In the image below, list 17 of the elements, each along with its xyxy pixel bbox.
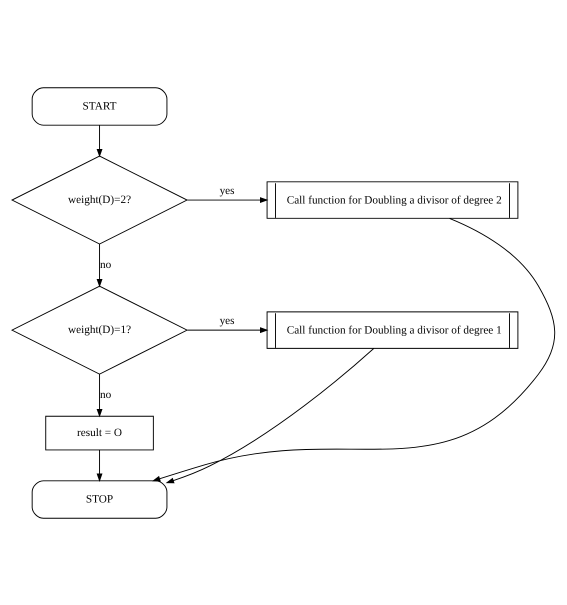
- node-diamond: weight(D)=2?: [11, 155, 188, 244]
- edge-label: no: [100, 258, 112, 270]
- arrow: [96, 373, 102, 417]
- node-diamond: weight(D)=1?: [11, 285, 188, 374]
- arrow: [186, 326, 268, 333]
- node-box: result = O: [45, 415, 154, 450]
- arrow: [96, 243, 102, 287]
- arrow: [96, 449, 102, 482]
- arrow: [186, 196, 268, 202]
- edge-label: no: [100, 388, 112, 401]
- arrow: [166, 348, 374, 483]
- node-box: START: [32, 86, 168, 126]
- node-box: STOP: [32, 480, 168, 518]
- arrow: [96, 124, 102, 157]
- arrow: [152, 217, 556, 481]
- edge-label: yes: [220, 314, 235, 327]
- edge-label: yes: [220, 184, 235, 197]
